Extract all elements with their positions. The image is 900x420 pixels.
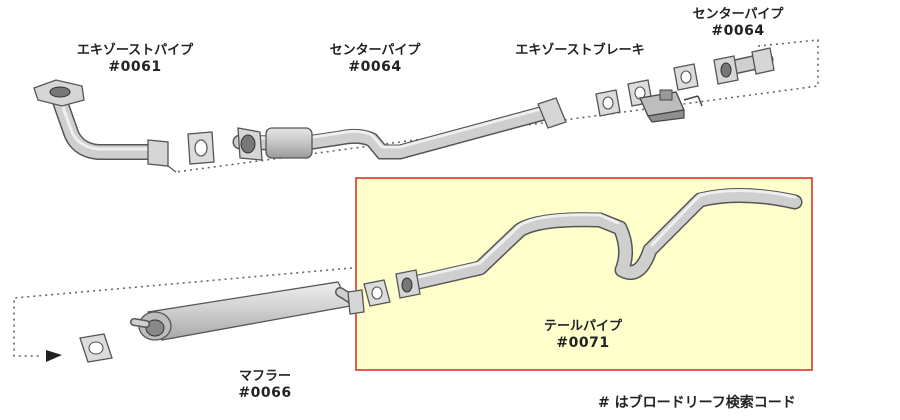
exhaust-brake-body[interactable]: [639, 89, 703, 123]
assembly-guide-line: [175, 39, 819, 173]
label-tail-pipe-code: #0071: [556, 335, 610, 351]
label-exhaust-pipe-code: #0061: [108, 59, 162, 75]
label-exhaust-pipe-name: エキゾーストパイプ: [76, 43, 194, 58]
center-pipe-main-part[interactable]: [232, 97, 567, 161]
gasket-1[interactable]: [187, 131, 215, 165]
tail-pipe-part[interactable]: [395, 188, 803, 299]
center-pipe-right-part[interactable]: [713, 47, 775, 85]
label-exhaust-brake-name: エキゾーストブレーキ: [515, 43, 645, 58]
search-code-note: # はブロードリーフ検索コード: [598, 395, 796, 411]
label-tail-pipe: テールパイプ #0071: [528, 318, 638, 352]
gasket-muffler-inlet[interactable]: [79, 333, 113, 363]
muffler-part[interactable]: [130, 281, 365, 341]
label-center-pipe-main: センターパイプ #0064: [310, 42, 440, 76]
label-muffler-name: マフラー: [238, 369, 291, 384]
assembly-guide-line-lower: [13, 267, 353, 357]
label-exhaust-pipe: エキゾーストパイプ #0061: [60, 42, 210, 76]
exhaust-brake-gasket-3[interactable]: [673, 63, 699, 91]
label-center-pipe-right-code: #0064: [711, 23, 765, 39]
exhaust-pipe-part[interactable]: [33, 79, 177, 173]
label-center-pipe-main-name: センターパイプ: [329, 43, 421, 58]
label-muffler-code: #0066: [238, 385, 292, 401]
exhaust-brake-gasket-1[interactable]: [595, 89, 621, 117]
label-center-pipe-main-code: #0064: [348, 59, 402, 75]
direction-arrow-icon: [46, 350, 62, 362]
label-tail-pipe-name: テールパイプ: [543, 319, 622, 334]
label-exhaust-brake: エキゾーストブレーキ: [500, 42, 660, 59]
label-center-pipe-right-name: センターパイプ: [692, 7, 784, 22]
gasket-muffler-outlet[interactable]: [363, 279, 391, 307]
label-muffler: マフラー #0066: [220, 368, 310, 402]
label-center-pipe-right: センターパイプ #0064: [678, 6, 798, 40]
